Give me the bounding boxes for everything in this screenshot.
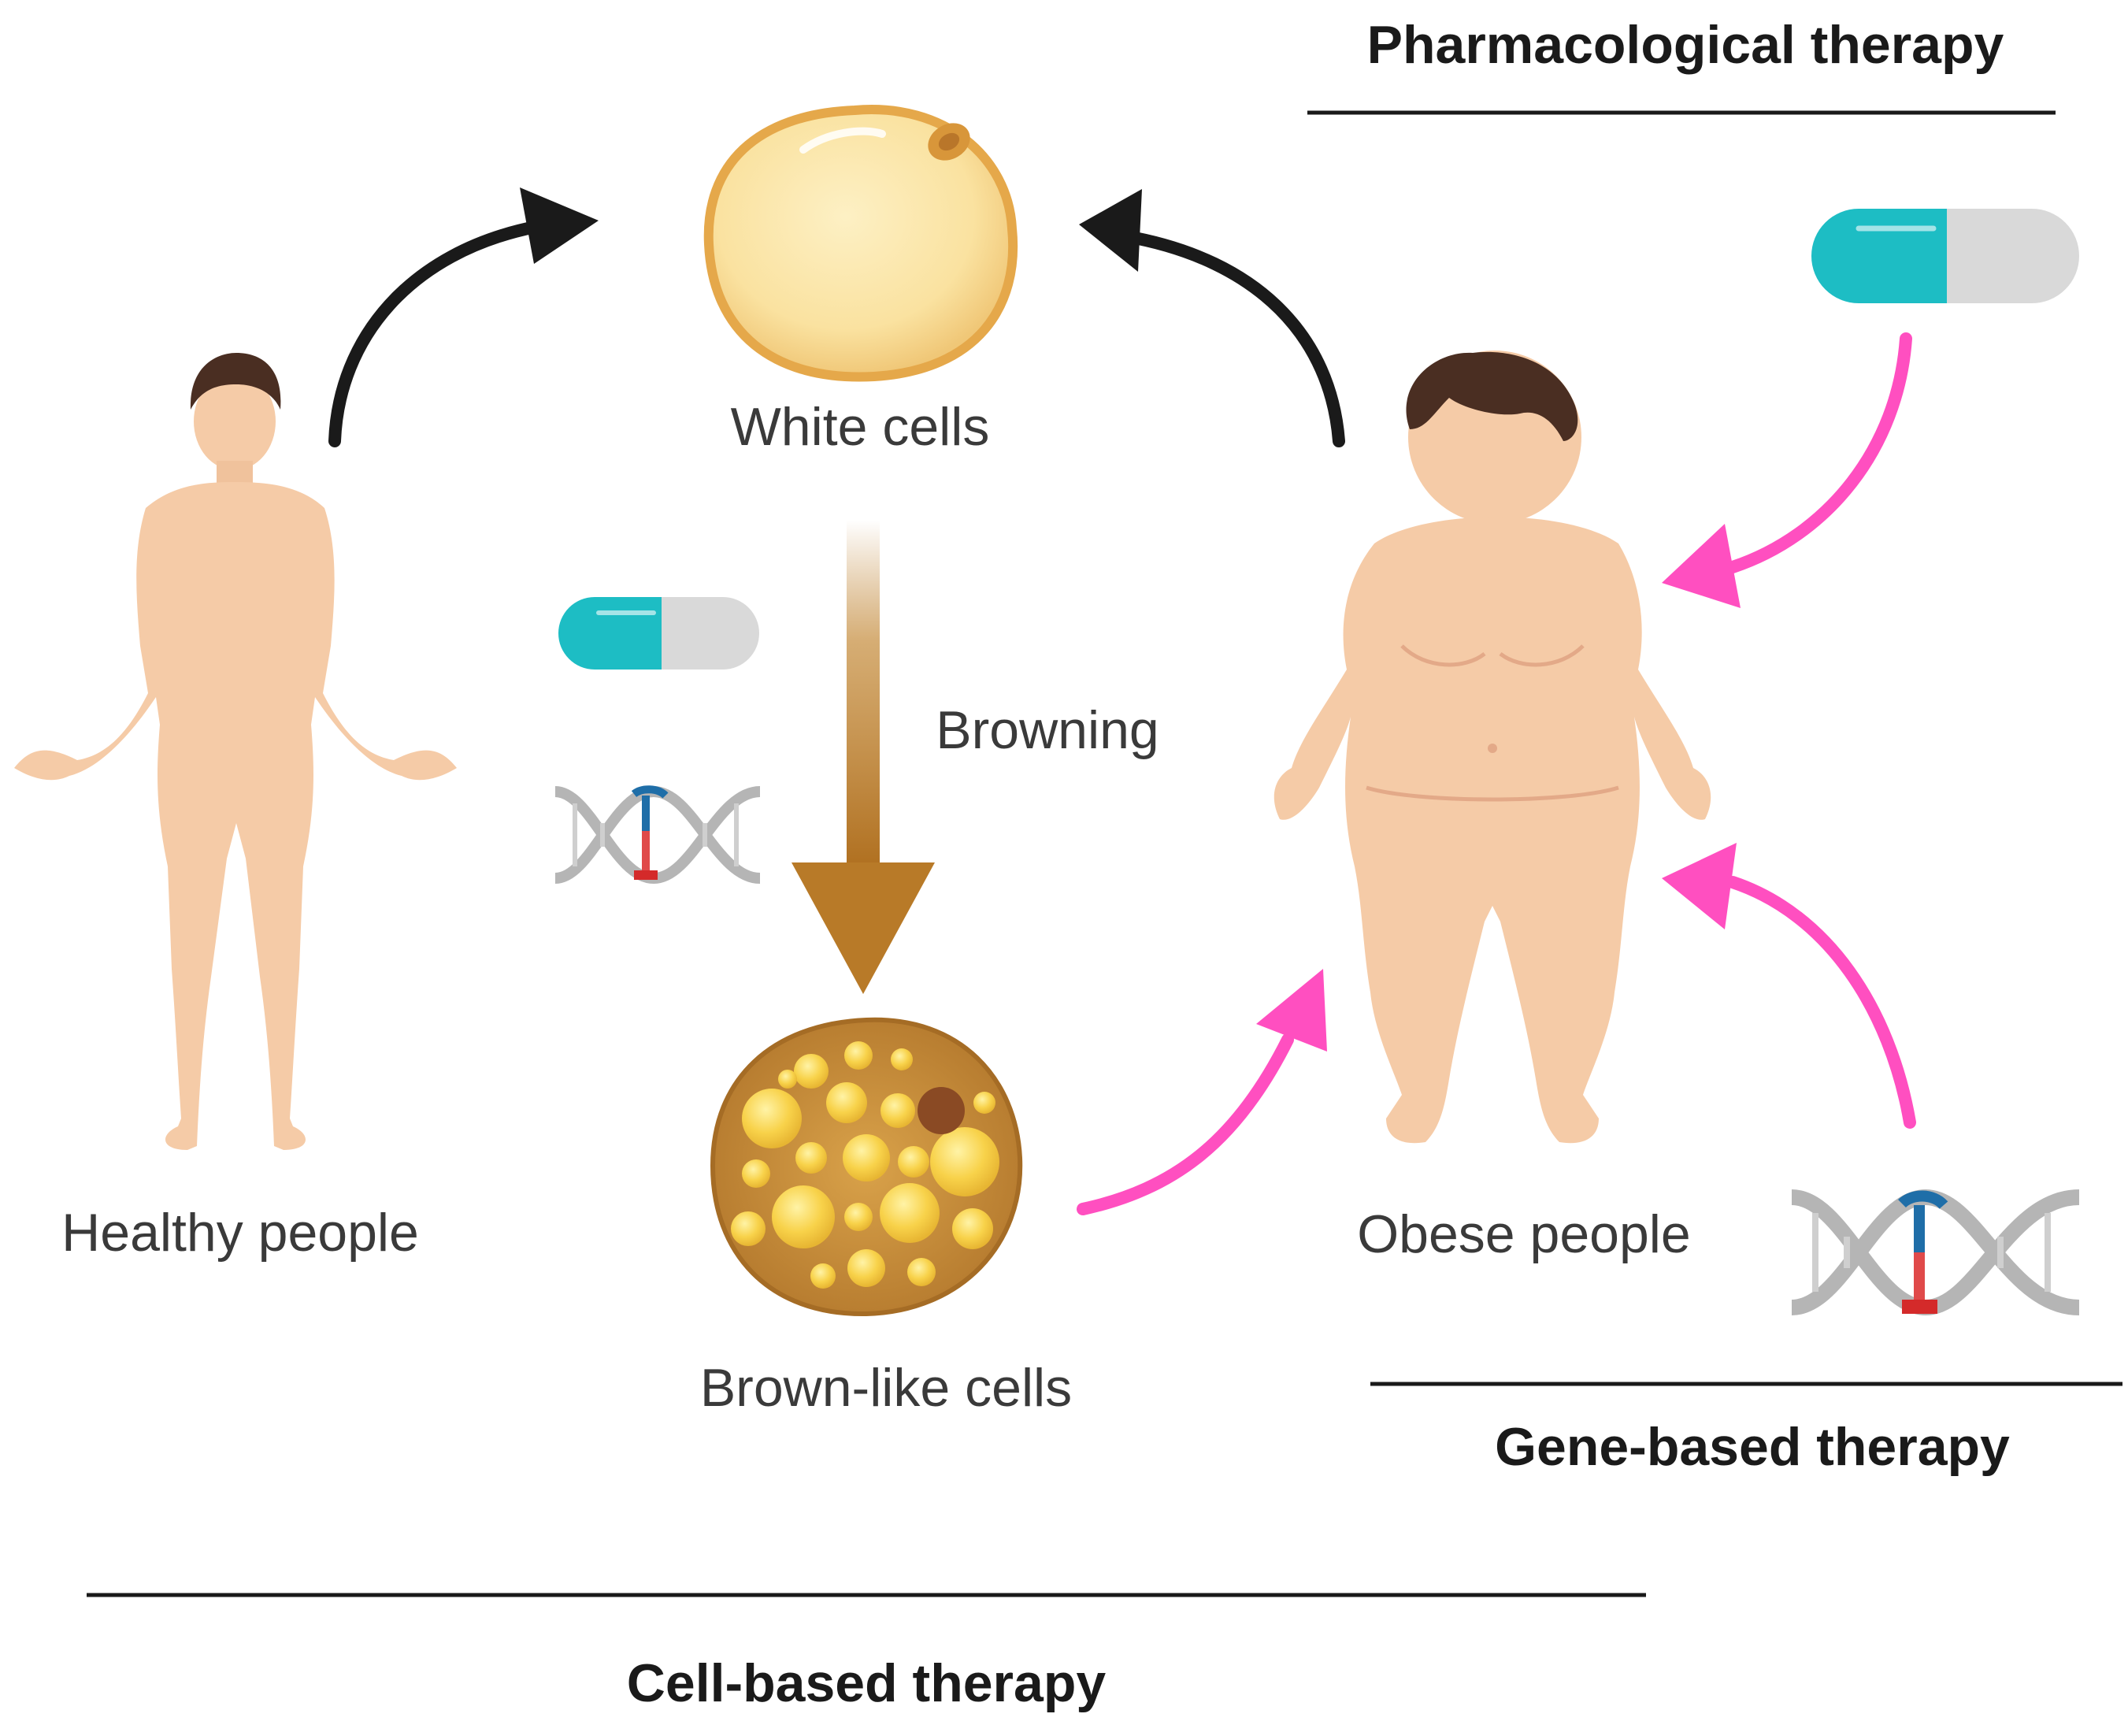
dna-icon-gene-based — [1790, 1189, 2080, 1316]
dna-icon — [554, 785, 761, 885]
label-brown-like-cells: Brown-like cells — [700, 1358, 1072, 1418]
brown-adipocyte-icon — [710, 1017, 1023, 1317]
arrow-obese-to-white-cells — [1079, 189, 1345, 447]
pink-arrow-cell-based — [1077, 969, 1327, 1215]
heading-pharmacological-therapy: Pharmacological therapy — [1367, 15, 2004, 75]
pink-arrow-gene-based — [1662, 843, 1916, 1129]
obese-person-icon — [1273, 351, 1711, 1144]
heading-gene-based-therapy: Gene-based therapy — [1495, 1417, 2010, 1477]
label-browning: Browning — [936, 700, 1159, 760]
pink-arrow-pharmacological — [1662, 332, 1912, 608]
capsule-icon — [558, 597, 759, 670]
healthy-person-icon — [14, 353, 457, 1150]
heading-cell-based-therapy: Cell-based therapy — [627, 1653, 1107, 1713]
label-white-cells: White cells — [731, 397, 990, 457]
capsule-icon-pharmacological — [1811, 209, 2079, 303]
white-adipocyte-icon — [703, 105, 1018, 382]
browning-arrow — [792, 520, 935, 994]
arrow-healthy-to-white-cells — [328, 187, 599, 447]
label-healthy-people: Healthy people — [61, 1203, 419, 1263]
label-obese-people: Obese people — [1357, 1204, 1690, 1264]
